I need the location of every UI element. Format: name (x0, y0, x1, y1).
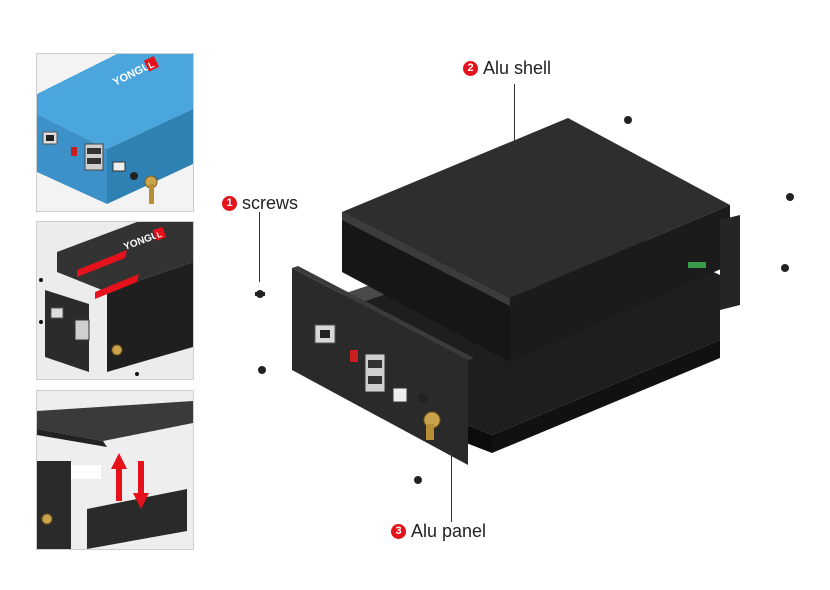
thumbnail-shell-slide: YONGU L (36, 221, 194, 380)
shell-lift-illustration (37, 391, 193, 549)
dip-switch-icon (350, 350, 358, 362)
thumbnail-blue-enclosure: YONGU L (36, 53, 194, 212)
callout-alu-panel: 3 Alu panel (391, 521, 486, 542)
callout-alu-shell: 2 Alu shell (463, 58, 551, 79)
top-shell (342, 118, 730, 298)
blue-enclosure-illustration: YONGU L (37, 54, 193, 211)
rear-panel (720, 215, 740, 310)
exploded-enclosure-diagram (255, 116, 794, 484)
thumbnail-shell-lift (36, 390, 194, 550)
header-connector-icon (392, 387, 408, 403)
callout-label: screws (242, 193, 299, 213)
callout-label: Alu panel (411, 521, 487, 541)
screw-icons (255, 116, 794, 484)
usb-a-ports-icon (364, 353, 386, 393)
callout-number-badge: 1 (222, 196, 237, 211)
callout-number-badge: 3 (391, 524, 406, 539)
callout-label: Alu shell (483, 58, 552, 78)
callout-number-badge: 2 (463, 61, 478, 76)
red-arrow-down-icon (133, 461, 149, 509)
svg-text:L: L (155, 230, 163, 240)
red-arrow-icon (77, 250, 127, 277)
red-arrow-up-icon (111, 453, 127, 501)
callout-screws: 1 screws (222, 193, 298, 214)
svg-text:L: L (147, 59, 157, 71)
connector-icon (688, 262, 706, 268)
shell-slide-illustration: YONGU L (37, 222, 193, 379)
